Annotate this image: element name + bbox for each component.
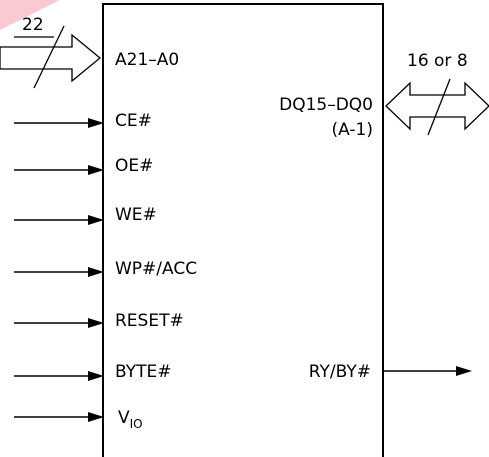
vio-label-subscript: IO (130, 417, 143, 431)
input-reset: RESET# (14, 311, 184, 331)
input-ce: CE# (14, 111, 152, 131)
watermark-fragment (0, 0, 60, 30)
input-wp-acc: WP#/ACC (14, 259, 197, 279)
address-pin-label: A21–A0 (115, 50, 179, 70)
input-label: OE# (115, 156, 153, 176)
address-bus-slash (33, 25, 65, 89)
input-label: WP#/ACC (115, 259, 197, 279)
data-pin-label: DQ15–DQ0 (279, 95, 373, 115)
arrowhead (456, 366, 472, 376)
input-label: RESET# (115, 311, 184, 331)
data-bus-slash (427, 78, 451, 136)
vio-label-main: V (118, 408, 130, 428)
input-label: WE# (115, 205, 157, 225)
input-label: CE# (115, 111, 152, 131)
address-bus-arrow (0, 33, 102, 83)
chip-body (102, 3, 384, 457)
data-bus-width-label: 16 or 8 (407, 51, 468, 71)
data-bus-arrow (385, 81, 489, 131)
input-vio: VIO (14, 408, 143, 431)
output-ry-by: RY/BY# (309, 362, 472, 382)
output-label: RY/BY# (309, 362, 371, 382)
arrowhead (88, 267, 104, 277)
input-label: BYTE# (115, 362, 172, 382)
arrowhead (88, 412, 104, 422)
input-oe: OE# (14, 156, 153, 176)
arrowhead (88, 215, 104, 225)
arrowhead (88, 118, 104, 128)
arrowhead (88, 371, 104, 381)
address-bus-width-label: 22 (22, 15, 44, 35)
input-byte: BYTE# (14, 362, 172, 382)
data-pin-label-suffix: (A-1) (332, 120, 373, 140)
input-signals: CE# OE# WE# WP#/ACC RESET# BYTE# (14, 111, 197, 431)
arrowhead (88, 165, 104, 175)
vio-label: VIO (118, 408, 143, 431)
arrowhead (88, 318, 104, 328)
input-we: WE# (14, 205, 157, 225)
